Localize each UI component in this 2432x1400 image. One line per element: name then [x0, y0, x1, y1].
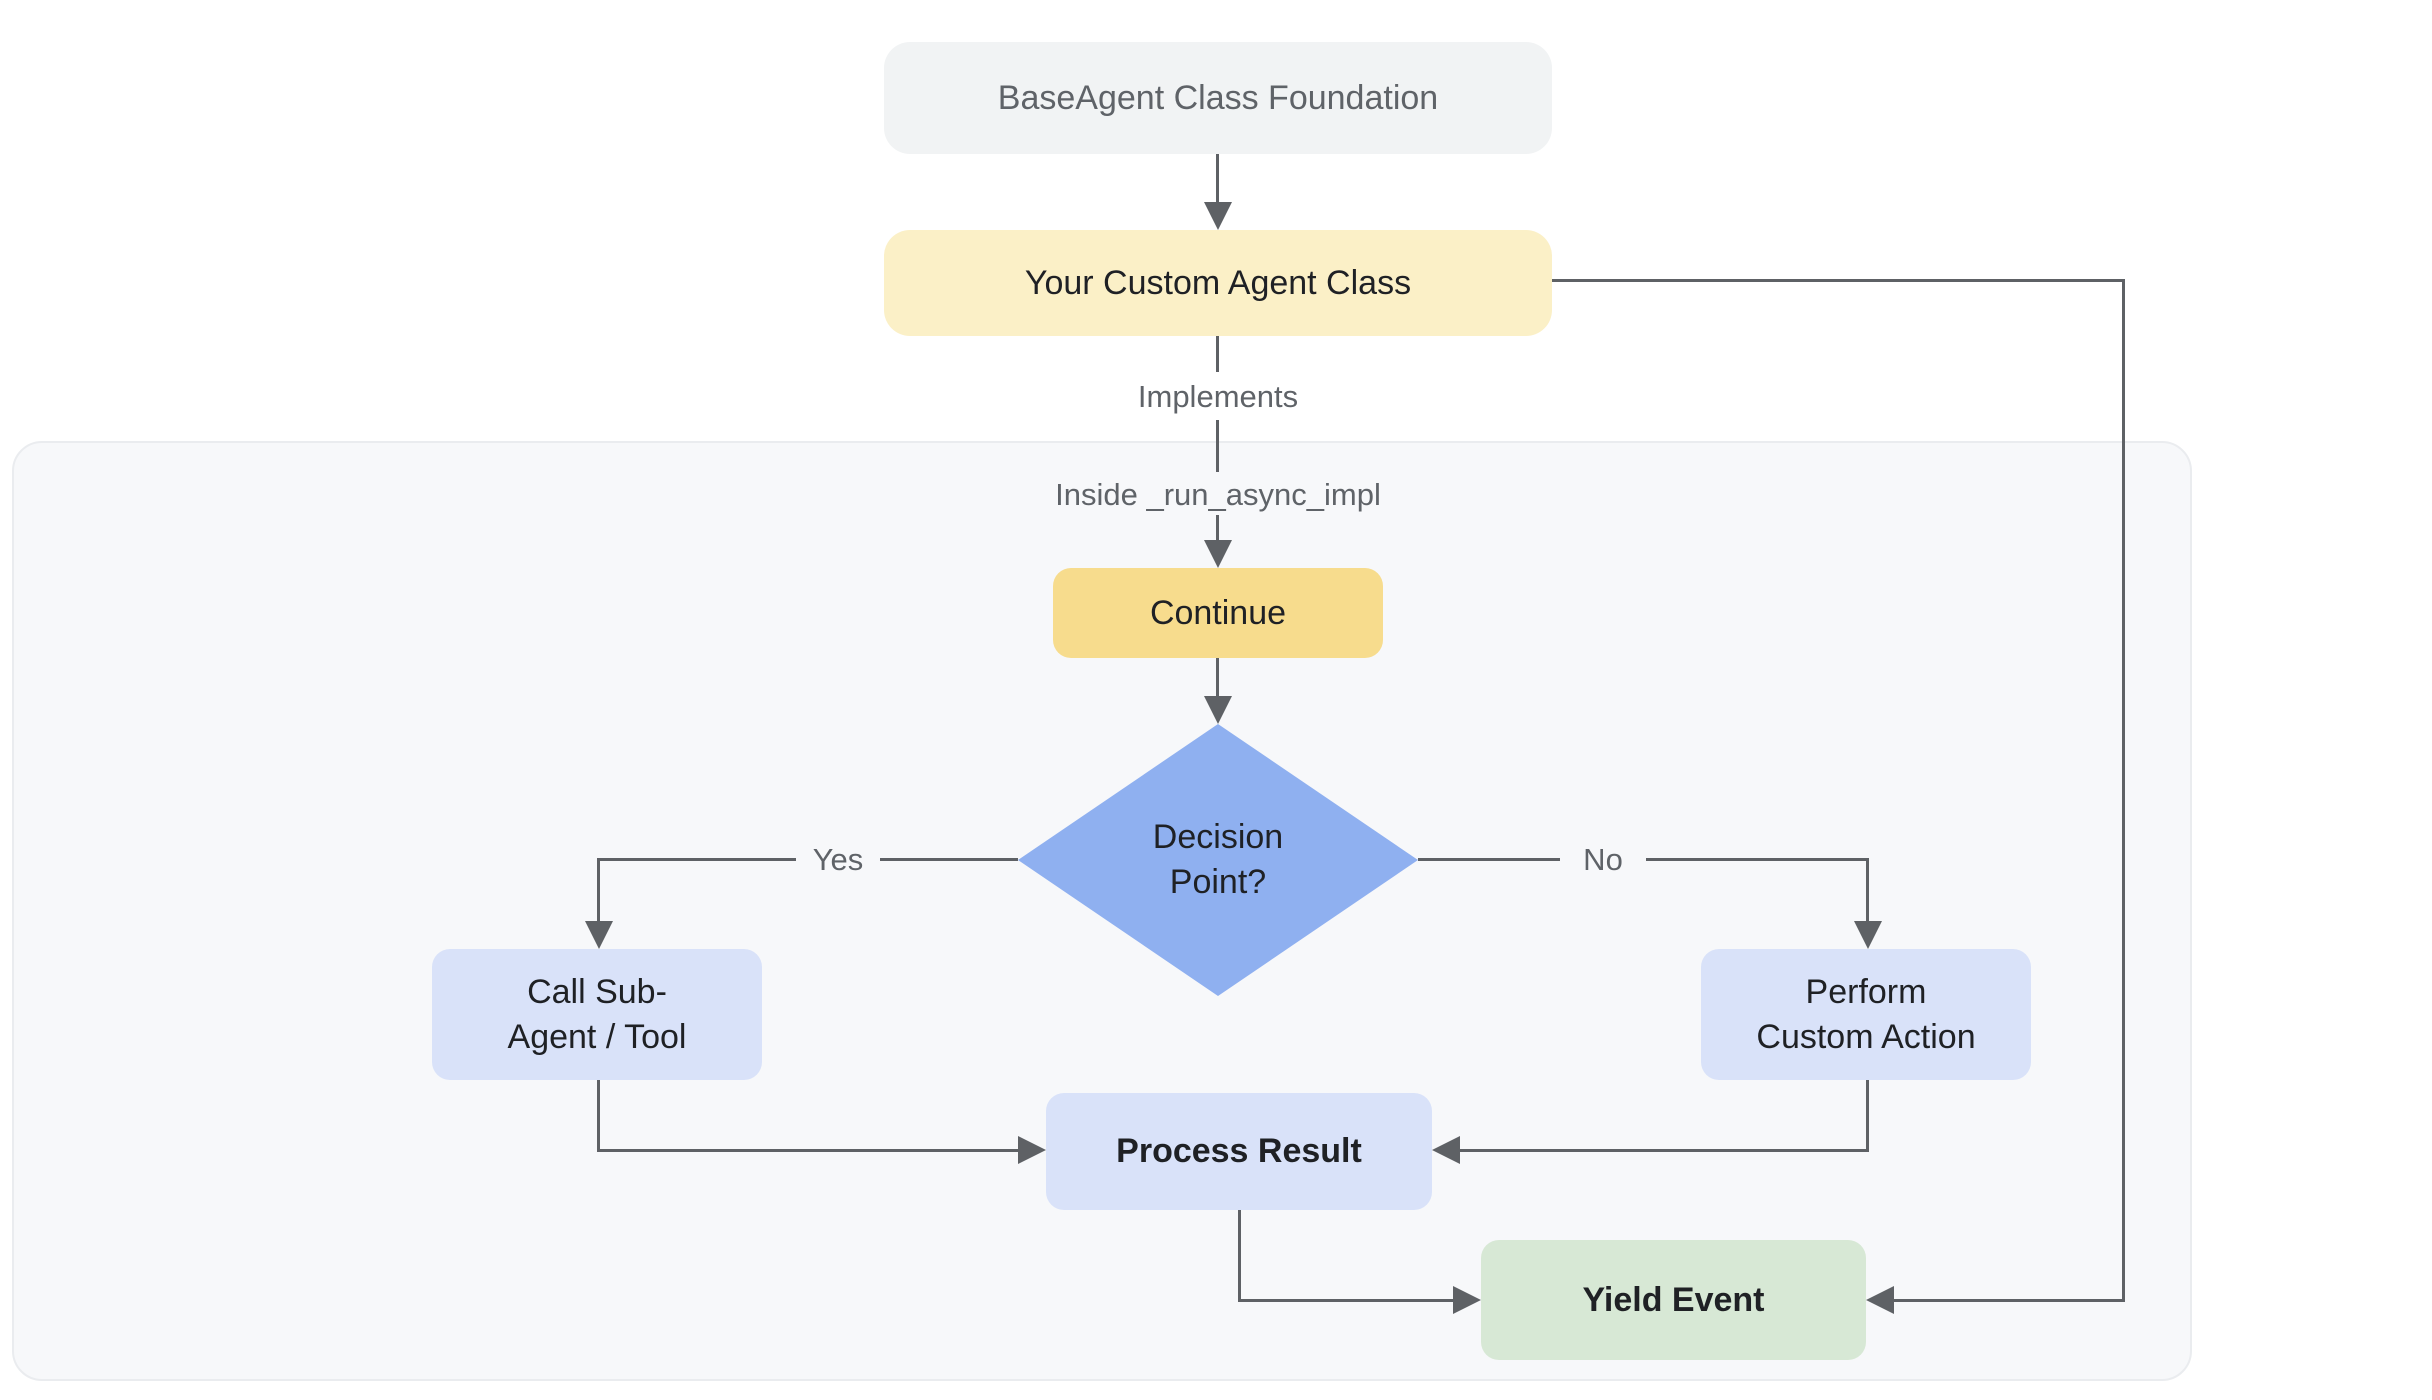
edge-label-implements: Implements — [1137, 379, 1299, 414]
edge-yes-seg2 — [880, 858, 1018, 861]
edge-callsub-to-process-h — [597, 1149, 1018, 1152]
edge-perform-to-process-h — [1460, 1149, 1869, 1152]
node-label: Continue — [1149, 593, 1287, 632]
arrowhead-right-icon — [1018, 1136, 1046, 1164]
edge-base-to-custom — [1216, 154, 1219, 204]
arrowhead-left-icon — [1432, 1136, 1460, 1164]
edge-custom-to-yield-v — [2122, 279, 2125, 1302]
arrowhead-down-icon — [1204, 696, 1232, 724]
arrowhead-down-icon — [1204, 540, 1232, 568]
node-label: Call Sub- Agent / Tool — [507, 972, 687, 1056]
edge-no-seg2 — [1646, 858, 1869, 861]
node-label: Decision Point? — [1152, 818, 1284, 901]
edge-custom-to-continue-seg3 — [1216, 515, 1219, 542]
edge-yes-vertical — [597, 858, 600, 924]
node-base-agent-class-foundation: BaseAgent Class Foundation — [884, 42, 1552, 154]
edge-yes-seg1 — [597, 858, 796, 861]
edge-process-to-yield-h — [1238, 1299, 1453, 1302]
node-label: Perform Custom Action — [1756, 972, 1976, 1056]
edge-custom-to-yield-bottom — [1894, 1299, 2125, 1302]
edge-label-no: No — [1583, 842, 1623, 877]
node-your-custom-agent-class: Your Custom Agent Class — [884, 230, 1552, 336]
arrowhead-right-icon — [1453, 1286, 1481, 1314]
arrowhead-down-icon — [1204, 202, 1232, 230]
arrowhead-down-icon — [1854, 921, 1882, 949]
node-label: Yield Event — [1582, 1280, 1765, 1319]
node-call-sub-agent-tool: Call Sub- Agent / Tool — [432, 949, 762, 1080]
edge-custom-to-yield-top — [1552, 279, 2125, 282]
edge-label-yes: Yes — [812, 842, 864, 877]
node-label: Your Custom Agent Class — [1024, 263, 1412, 302]
node-perform-custom-action: Perform Custom Action — [1701, 949, 2031, 1080]
edge-process-to-yield-v — [1238, 1210, 1241, 1302]
node-continue: Continue — [1053, 568, 1383, 658]
node-yield-event: Yield Event — [1481, 1240, 1866, 1360]
edge-no-seg1 — [1418, 858, 1560, 861]
node-label: Process Result — [1116, 1132, 1362, 1171]
edge-no-vertical — [1866, 858, 1869, 924]
node-label: BaseAgent Class Foundation — [997, 78, 1439, 117]
arrowhead-down-icon — [585, 921, 613, 949]
node-process-result: Process Result — [1046, 1093, 1432, 1210]
edge-callsub-to-process-v — [597, 1080, 600, 1152]
edge-custom-to-continue-seg1 — [1216, 336, 1219, 372]
edge-continue-to-decision — [1216, 658, 1219, 700]
arrowhead-left-icon — [1866, 1286, 1894, 1314]
edge-custom-to-continue-seg2 — [1216, 420, 1219, 472]
edge-label-inside-run-async-impl: Inside _run_async_impl — [1055, 477, 1381, 512]
edge-perform-to-process-v — [1866, 1080, 1869, 1152]
